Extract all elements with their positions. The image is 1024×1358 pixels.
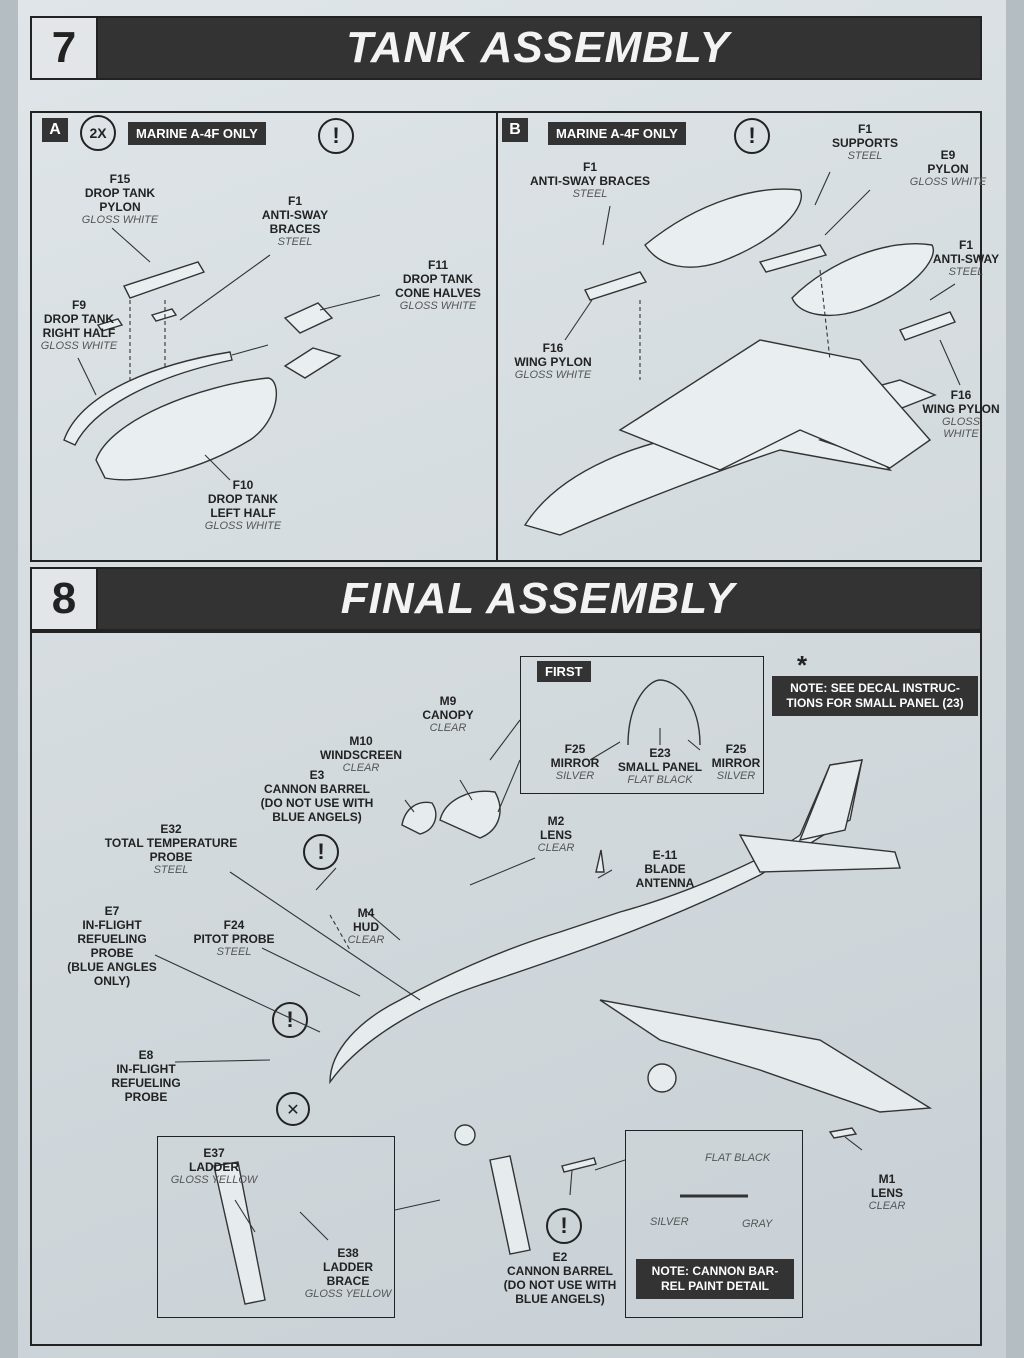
decal-note: NOTE: SEE DECAL INSTRUC- TIONS FOR SMALL… [772, 676, 978, 716]
label-e11: E-11 BLADE ANTENNA [635, 848, 695, 890]
label-f16-left: F16 WING PYLON GLOSS WHITE [514, 341, 592, 381]
sub-step-b-badge: B [502, 118, 528, 142]
drop-tank-pylon [123, 261, 206, 299]
label-e2: E2 CANNON BARREL (DO NOT USE WITH BLUE A… [503, 1250, 617, 1306]
label-f1-supports: F1 SUPPORTS STEEL [831, 122, 898, 162]
label-e9: E9 PYLON GLOSS WHITE [909, 148, 987, 188]
label-f16-right: F16 WING PYLON GLOSS WHITE [922, 388, 1000, 440]
label-f1-anti-sway: F1 ANTI-SWAY STEEL [932, 238, 1000, 278]
aircraft-wing [599, 999, 933, 1113]
label-e37: E37 LADDER GLOSS YELLOW [170, 1146, 258, 1186]
ladder-inset [157, 1136, 395, 1318]
aircraft-wing [618, 339, 932, 471]
step-7-header: 7 TANK ASSEMBLY [30, 16, 982, 80]
warning-icon: ! [272, 1002, 308, 1038]
label-m2: M2 LENS CLEAR [537, 814, 575, 854]
asterisk-mark: * [797, 650, 808, 680]
wing-pylon [584, 271, 648, 301]
wing-pylon [899, 311, 956, 341]
label-e3: E3 CANNON BARREL (DO NOT USE WITH BLUE A… [260, 768, 374, 824]
marine-only-tag: MARINE A-4F ONLY [548, 122, 686, 145]
warning-icon: ! [546, 1208, 582, 1244]
first-tag: FIRST [537, 661, 591, 682]
label-e38: E38 LADDER BRACE GLOSS YELLOW [304, 1246, 392, 1300]
cannon-detail-inset [625, 1130, 803, 1318]
windscreen [401, 801, 437, 835]
silver-label: SILVER [650, 1216, 689, 1228]
label-f25-left: F25 MIRROR SILVER [550, 742, 600, 782]
step-8-header: 8 FINAL ASSEMBLY [30, 567, 982, 631]
warning-icon: ! [318, 118, 354, 154]
label-e8: E8 IN-FLIGHT REFUELING PROBE [111, 1048, 181, 1104]
cockpit-canopy [439, 790, 501, 839]
label-f24: F24 PITOT PROBE STEEL [193, 918, 275, 958]
panel-final-assembly [30, 631, 982, 1346]
label-f1-braces: F1 ANTI-SWAY BRACES STEEL [261, 194, 329, 248]
anti-sway-brace [96, 318, 124, 332]
drill-hole-icon: ✕ [276, 1092, 310, 1126]
step-number: 7 [32, 18, 98, 78]
label-f11: F11 DROP TANK CONE HALVES GLOSS WHITE [395, 258, 481, 312]
marine-only-tag: MARINE A-4F ONLY [128, 122, 266, 145]
label-f1-anti-sway-braces: F1 ANTI-SWAY BRACES STEEL [529, 160, 651, 200]
aircraft-tail [738, 834, 901, 873]
nose-wheel [454, 1124, 476, 1146]
label-m4: M4 HUD CLEAR [347, 906, 385, 946]
label-f15: F15 DROP TANK PYLON GLOSS WHITE [81, 172, 159, 226]
label-f9: F9 DROP TANK RIGHT HALF GLOSS WHITE [40, 298, 118, 352]
label-e23: E23 SMALL PANEL FLAT BLACK [617, 746, 703, 786]
drop-tank-left-half [95, 377, 278, 481]
cannon-barrel [561, 1157, 597, 1173]
step-number: 8 [32, 569, 98, 629]
vertical-fin [798, 759, 863, 841]
step-title: TANK ASSEMBLY [346, 23, 730, 72]
flat-black-label: FLAT BLACK [705, 1152, 771, 1164]
pylon [758, 244, 828, 273]
warning-icon: ! [734, 118, 770, 154]
upper-drop-tank [644, 188, 802, 268]
drop-tank-right-half [63, 351, 233, 446]
label-f25-right: F25 MIRROR SILVER [711, 742, 761, 782]
label-f10: F10 DROP TANK LEFT HALF GLOSS WHITE [204, 478, 282, 532]
warning-icon: ! [303, 834, 339, 870]
first-inset [520, 656, 764, 794]
canopy-frame [627, 679, 701, 746]
ladder-on-aircraft [489, 1155, 531, 1255]
step-title: FINAL ASSEMBLY [340, 574, 736, 623]
lower-drop-tank [791, 243, 934, 316]
quantity-badge: 2X [80, 115, 116, 151]
label-m9: M9 CANOPY CLEAR [422, 694, 474, 734]
ladder-e37 [213, 1161, 266, 1305]
label-m10: M10 WINDSCREEN CLEAR [319, 734, 402, 774]
label-e32: E32 TOTAL TEMPERATURE PROBE STEEL [104, 822, 238, 876]
cannon-note: NOTE: CANNON BAR- REL PAINT DETAIL [636, 1259, 794, 1299]
blade-antenna [595, 849, 605, 873]
sub-step-a-badge: A [42, 118, 68, 142]
label-m1: M1 LENS CLEAR [868, 1172, 906, 1212]
main-wheel [647, 1063, 677, 1093]
gray-label: GRAY [742, 1218, 773, 1230]
label-e7: E7 IN-FLIGHT REFUELING PROBE (BLUE ANGLE… [67, 904, 157, 988]
panel-b [496, 111, 982, 562]
drop-tank-cone-half [283, 347, 342, 379]
m1-lens [828, 1127, 858, 1139]
